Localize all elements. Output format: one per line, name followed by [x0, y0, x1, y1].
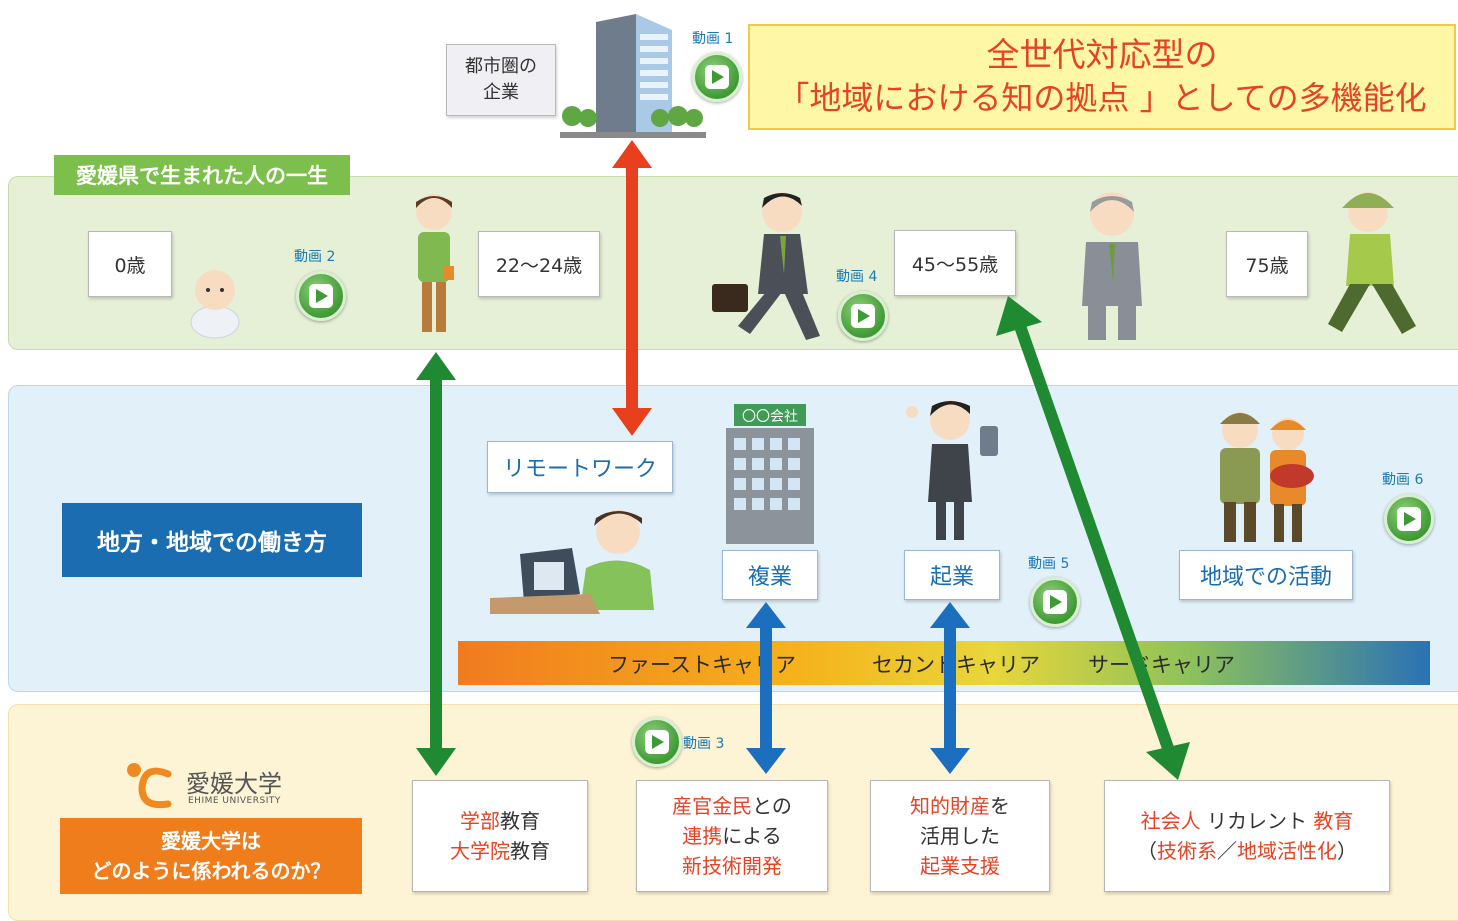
video-1-label: 動画 1: [692, 31, 734, 47]
career-third: サードキャリア: [1088, 653, 1235, 677]
entrepreneur-illustration: [906, 400, 998, 540]
university-logo-jp: 愛媛大学: [186, 770, 282, 798]
remote-work-arrow: [612, 140, 652, 436]
utilizing-label: 活用した: [920, 824, 1000, 848]
city-company-line2: 企業: [483, 82, 519, 103]
video-3-play-button[interactable]: [632, 717, 682, 767]
businessman-illustration: [712, 192, 820, 340]
recurrent-education-arrow: [996, 296, 1190, 780]
elderly-runner-illustration: [1328, 192, 1416, 334]
recurrent-education-box: 社会人 リカレント 教育 （技術系／地域活性化）: [1104, 780, 1390, 892]
play-icon: [1397, 507, 1421, 531]
video-6-label: 動画 6: [1382, 472, 1424, 488]
video-5-label: 動画 5: [1028, 556, 1070, 572]
video-3-label: 動画 3: [683, 736, 725, 752]
play-icon: [1043, 590, 1067, 614]
company-building-illustration: 〇〇会社: [726, 404, 814, 544]
play-icon: [309, 284, 333, 308]
recurrent-education-label: 教育: [1313, 809, 1354, 833]
city-company-line1: 都市圏の: [465, 56, 537, 77]
video-2-label: 動画 2: [294, 249, 336, 265]
age-box-22-24: 22〜24歳: [478, 231, 600, 297]
life-tag: 愛媛県で生まれた人の一生: [54, 155, 350, 195]
farmers-illustration: [1220, 412, 1314, 542]
side-job-box: 複業: [722, 550, 818, 600]
ip-wo: を: [990, 794, 1010, 818]
education-label-2: 教育: [510, 839, 550, 863]
age-box-75: 75歳: [1226, 231, 1308, 297]
senior-man-illustration: [1082, 192, 1142, 340]
headline-line2: 「地域における知の拠点 」としての多機能化: [777, 79, 1427, 117]
work-tag: 地方・地域での働き方: [62, 503, 362, 577]
university-logo-en: EHIME UNIVERSITY: [188, 796, 281, 806]
collab-by: による: [722, 824, 782, 848]
side-job-arrow: [746, 602, 786, 774]
ip-label: 知的財産: [910, 794, 990, 818]
remote-work-box: リモートワーク: [487, 441, 673, 493]
collab-to: との: [752, 794, 792, 818]
video-4-label: 動画 4: [836, 269, 878, 285]
ehime-university-logo-icon: [127, 763, 172, 809]
technical-label: 技術系: [1157, 839, 1217, 863]
startup-support-box: 知的財産を 活用した 起業支援: [870, 780, 1050, 892]
life-band: [8, 176, 1458, 350]
video-1-play-button[interactable]: [692, 52, 742, 102]
collab-partners: 産官金民: [672, 794, 753, 818]
recurrent-label: リカレント: [1207, 809, 1307, 833]
question-line1: 愛媛大学は: [161, 829, 261, 853]
collaboration-box: 産官金民との 連携による 新技術開発: [636, 780, 828, 892]
video-5-play-button[interactable]: [1030, 577, 1080, 627]
graduate-label: 大学院: [450, 839, 510, 863]
play-icon: [645, 730, 669, 754]
education-label-1: 教育: [500, 809, 540, 833]
startup-box: 起業: [904, 550, 1000, 600]
question-line2: どのように係われるのか？: [91, 859, 331, 883]
education-box: 学部教育 大学院教育: [412, 780, 588, 892]
headline-box: 全世代対応型の 「地域における知の拠点 」としての多機能化: [748, 24, 1456, 130]
regional-revitalization-label: 地域活性化: [1237, 839, 1337, 863]
video-2-play-button[interactable]: [296, 271, 346, 321]
headline-line1: 全世代対応型の: [986, 35, 1218, 74]
startup-arrow: [930, 602, 970, 774]
city-company-box: 都市圏の 企業: [446, 44, 556, 116]
startup-support-label: 起業支援: [920, 854, 1000, 878]
collab-link: 連携: [682, 824, 723, 848]
remote-worker-illustration: [490, 510, 654, 614]
new-tech-development: 新技術開発: [682, 854, 782, 878]
paren-open: （: [1137, 839, 1157, 863]
play-icon: [851, 304, 875, 328]
age-box-45-55: 45〜55歳: [894, 230, 1016, 296]
company-sign: 〇〇会社: [742, 409, 798, 425]
baby-illustration: [190, 270, 240, 339]
working-adults-label: 社会人: [1140, 809, 1201, 833]
faculty-label: 学部: [460, 809, 500, 833]
university-question-tag: 愛媛大学は どのように係われるのか？: [60, 818, 362, 894]
student-illustration: [416, 194, 454, 332]
video-4-play-button[interactable]: [838, 291, 888, 341]
education-arrow: [416, 352, 456, 776]
community-activity-box: 地域での活動: [1179, 550, 1353, 600]
video-6-play-button[interactable]: [1384, 494, 1434, 544]
paren-close: ）: [1337, 839, 1357, 863]
office-building-illustration: [560, 14, 706, 138]
age-box-0: 0歳: [88, 231, 172, 297]
play-icon: [705, 65, 729, 89]
slash-label: ／: [1217, 839, 1237, 863]
